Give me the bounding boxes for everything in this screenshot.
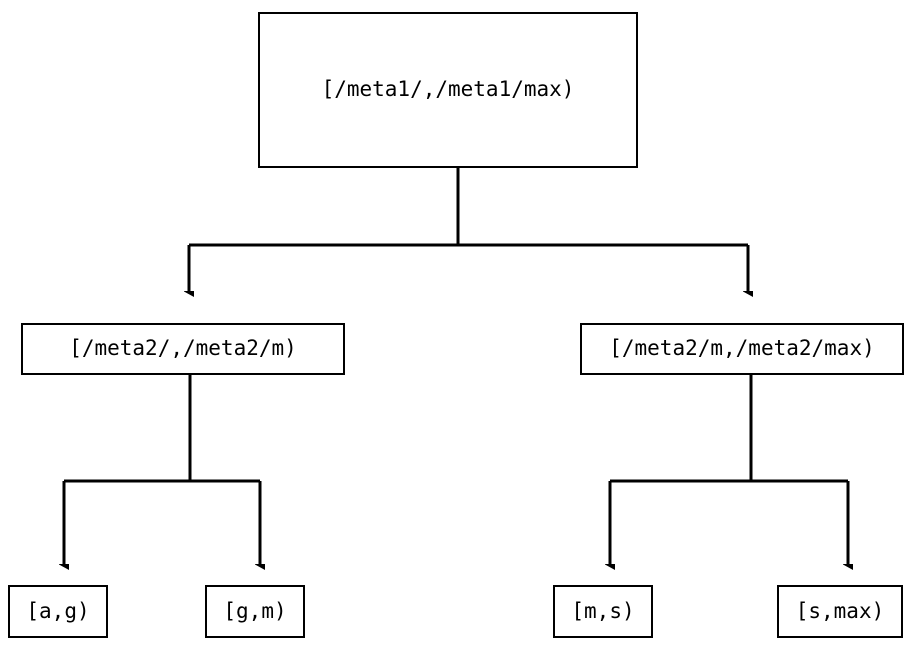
tree-node-leaf-smax-label: [s,max) [795, 598, 885, 623]
tree-node-mid-left[interactable]: [/meta2/,/meta2/m) [21, 323, 345, 375]
tree-node-leaf-smax[interactable]: [s,max) [777, 585, 903, 638]
tree-node-leaf-gm-label: [g,m) [223, 598, 287, 623]
edge-midright-to-leaves [610, 375, 848, 565]
tree-node-leaf-ms[interactable]: [m,s) [553, 585, 653, 638]
edge-midleft-to-leaves [64, 375, 260, 565]
tree-node-leaf-ag[interactable]: [a,g) [8, 585, 108, 638]
tree-node-mid-left-label: [/meta2/,/meta2/m) [69, 336, 297, 361]
tree-node-leaf-ms-label: [m,s) [571, 598, 635, 623]
tree-node-leaf-gm[interactable]: [g,m) [205, 585, 305, 638]
edge-root-to-midlevel [189, 168, 748, 292]
tree-node-leaf-ag-label: [a,g) [26, 598, 90, 623]
tree-node-root-label: [/meta1/,/meta1/max) [321, 77, 575, 102]
tree-node-mid-right-label: [/meta2/m,/meta2/max) [609, 336, 875, 361]
tree-node-root[interactable]: [/meta1/,/meta1/max) [258, 12, 638, 168]
tree-node-mid-right[interactable]: [/meta2/m,/meta2/max) [580, 323, 904, 375]
